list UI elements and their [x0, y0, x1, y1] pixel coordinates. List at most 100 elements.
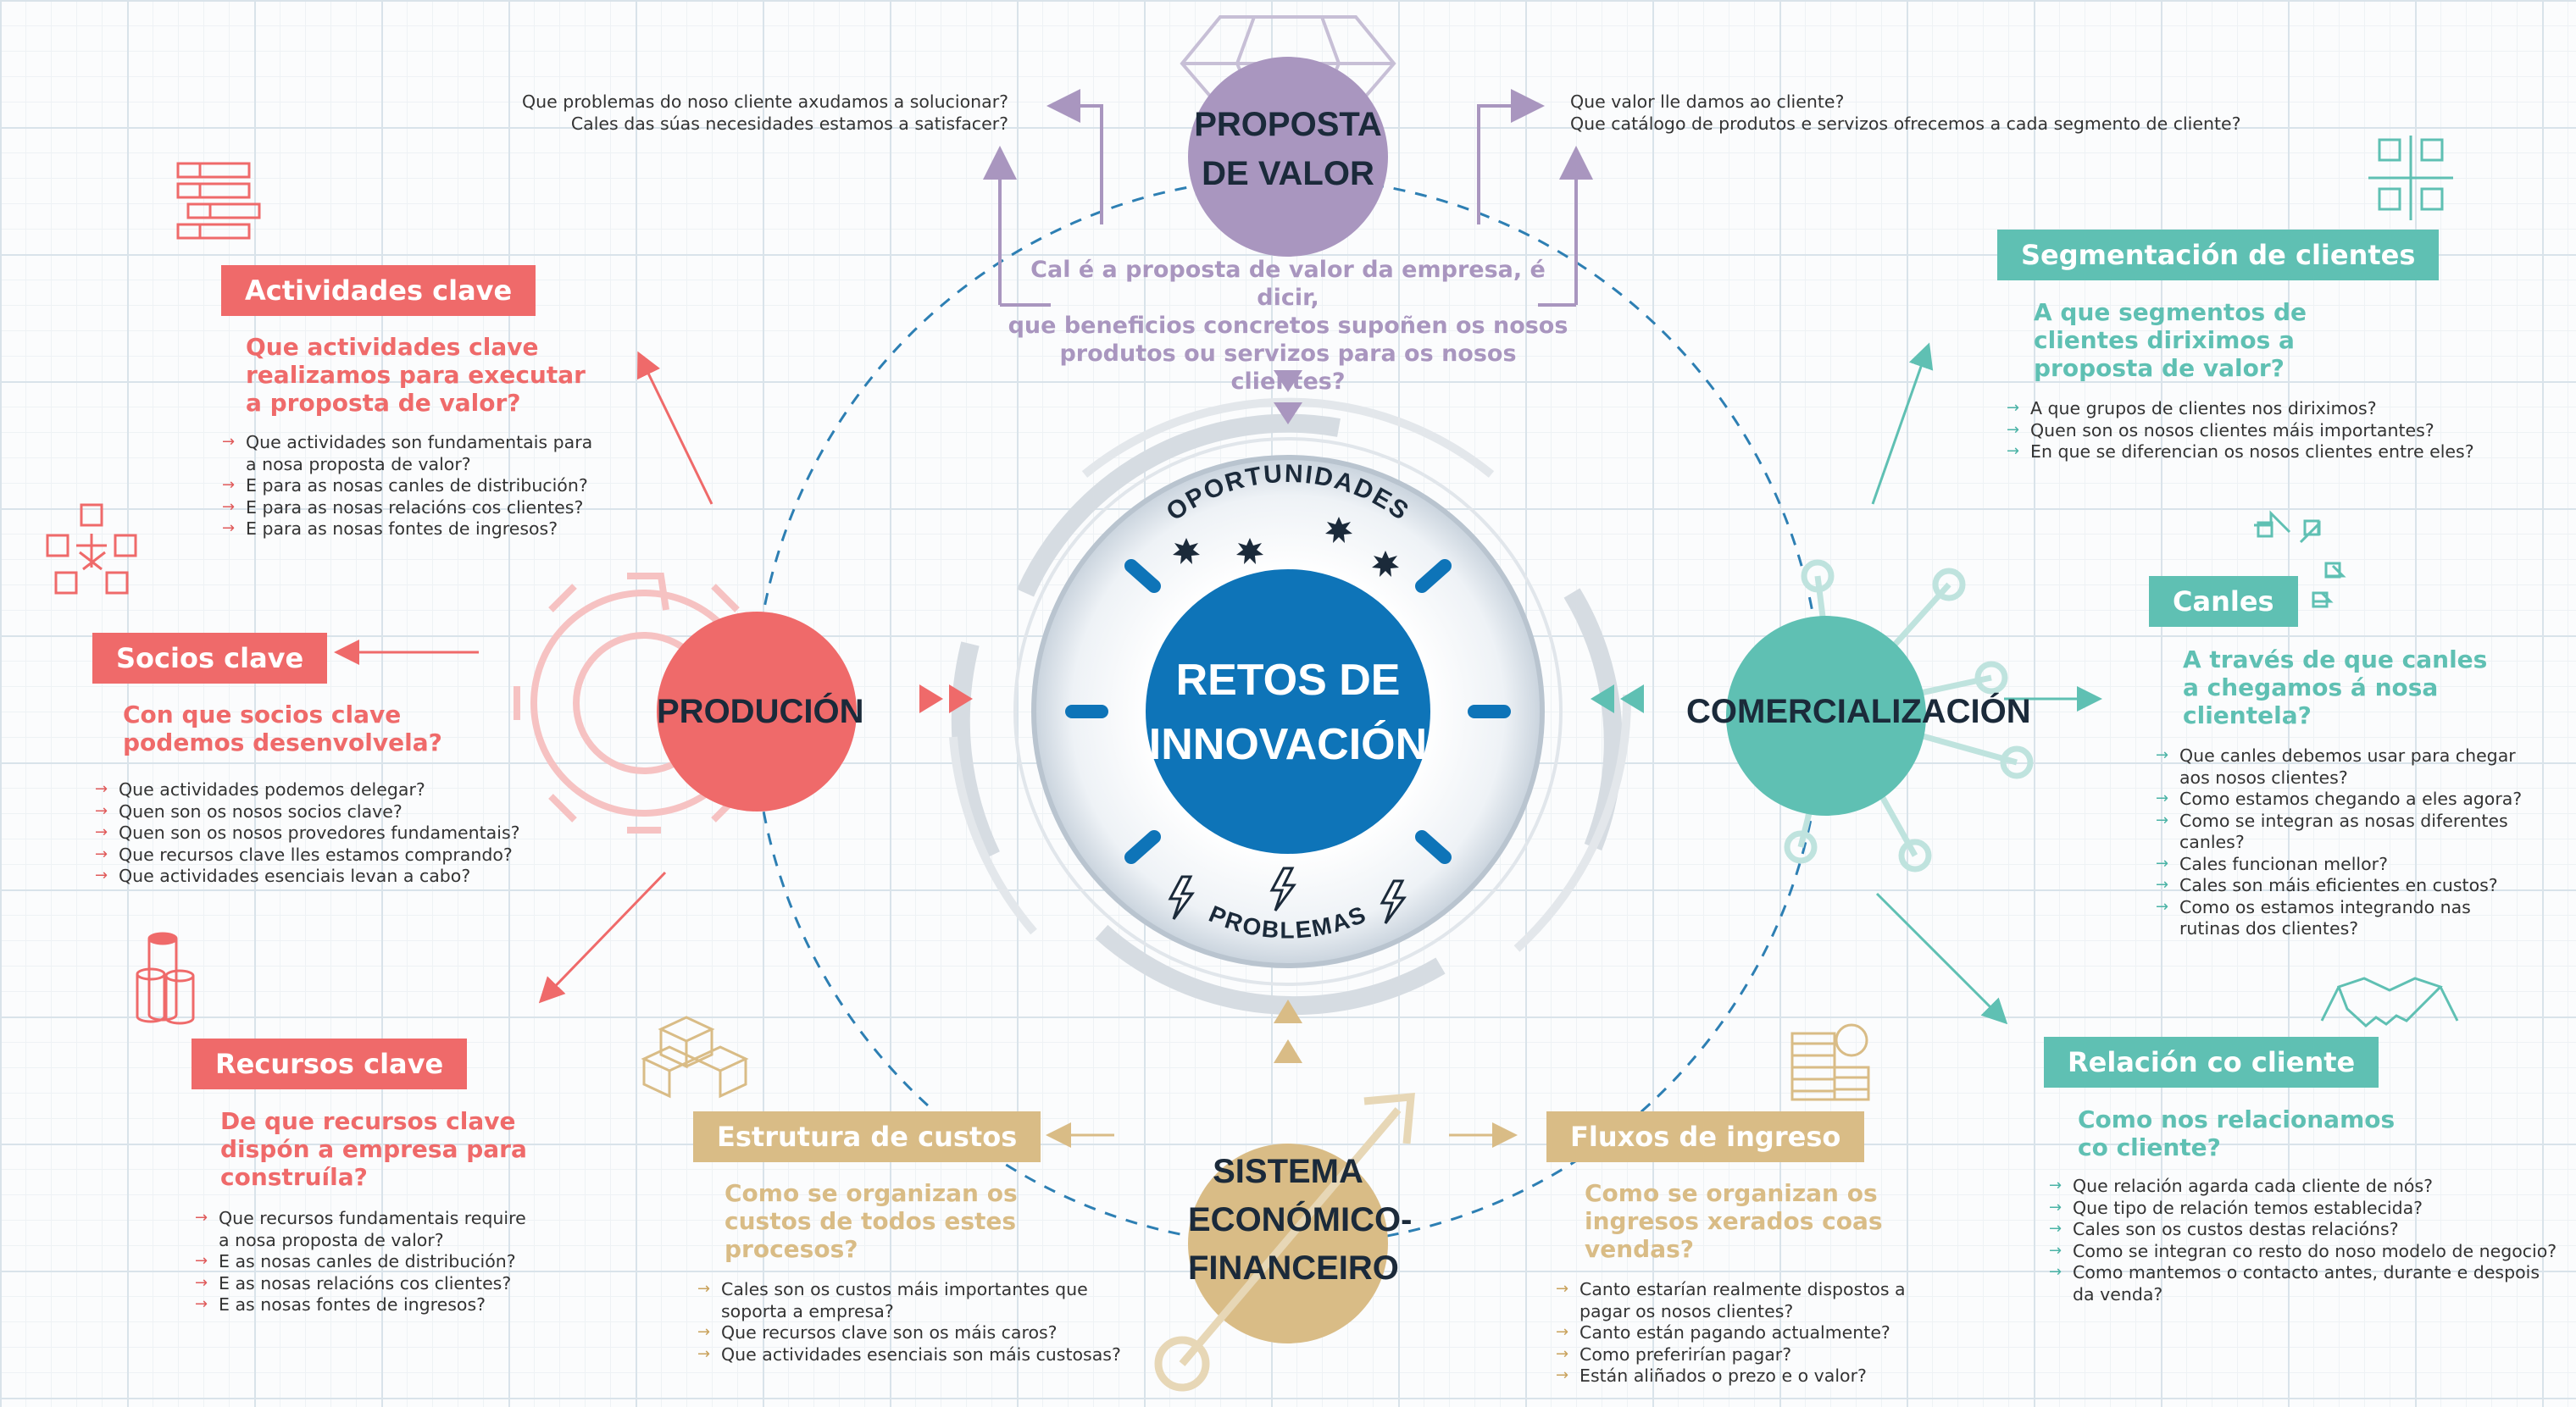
star-icons	[1173, 517, 1399, 577]
key-resources-q3: construíla?	[220, 1163, 368, 1191]
list-item: Que tipo de relación temos establecida?	[2049, 1197, 2557, 1220]
value-label-line2: DE VALOR	[1202, 155, 1374, 192]
list-item-cont: canles?	[2179, 832, 2245, 852]
list-item-cont: aos nosos clientes?	[2179, 767, 2348, 788]
key-resources-list: Que recursos fundamentais require a nosa…	[195, 1207, 526, 1316]
partners-network-icon	[46, 503, 137, 595]
list-item-cont: da venda?	[2073, 1283, 2163, 1305]
finance-label: SISTEMA ECONÓMICO- FINANCEIRO	[1188, 1148, 1413, 1293]
list-item: Quen son os nosos provedores fundamentai…	[95, 822, 520, 845]
list-item: Quen son os nosos clientes máis importan…	[2007, 419, 2474, 442]
customer-segments-q3: proposta de valor?	[2034, 354, 2285, 382]
list-item: Canto estarían realmente dispostos a	[1556, 1278, 1906, 1301]
customer-segments-q1: A que segmentos de	[2034, 298, 2307, 326]
handshake-icon	[2320, 977, 2459, 1028]
commercial-circle	[1726, 616, 1926, 816]
center-blue-circle	[1146, 569, 1430, 854]
coins-icon	[1790, 1023, 1870, 1101]
revenue-streams-q3: vendas?	[1585, 1235, 1695, 1263]
key-activities-q2: realizamos para executar	[246, 361, 586, 389]
list-item-cont: pagar os nosos clientes?	[1579, 1300, 1794, 1321]
list-item: Cales son os custos máis importantes que	[697, 1278, 1121, 1301]
value-left-q2: Cales das súas necesidades estamos a sat…	[570, 113, 1008, 134]
value-proposition-label: PROPOSTA DE VALOR	[1188, 100, 1388, 198]
lightning-icons	[1168, 867, 1407, 924]
list-item: Como se integran as nosas diferentes	[2156, 810, 2522, 833]
customer-segments-header: Segmentación de clientes	[1997, 230, 2440, 280]
value-main-q3: produtos ou servizos para os nosos clien…	[1059, 341, 1517, 395]
list-item: Están aliñados o prezo e o valor?	[1556, 1365, 1906, 1388]
list-item-cont: soporta a empresa?	[721, 1300, 894, 1321]
commercial-label: COMERCIALIZACIÓN	[1686, 693, 2031, 730]
cost-structure-header: Estrutura de custos	[693, 1111, 1041, 1162]
customer-segments-question: A que segmentos de clientes diriximos a …	[2034, 298, 2307, 382]
key-resources-header: Recursos clave	[192, 1039, 468, 1089]
customer-relationship-list: Que relación agarda cada cliente de nós?…	[2049, 1175, 2557, 1305]
list-item: E para as nosas relacións cos clientes?	[222, 496, 592, 519]
key-resources-q2: dispón a empresa para	[220, 1135, 527, 1163]
list-item: Canto están pagando actualmente?	[1556, 1321, 1906, 1344]
revenue-streams-q2: ingresos xerados coas	[1585, 1207, 1883, 1235]
value-label-line1: PROPOSTA	[1194, 106, 1382, 143]
key-partners-list: Que actividades podemos delegar? Quen so…	[95, 778, 520, 888]
revenue-streams-header: Fluxos de ingreso	[1546, 1111, 1865, 1162]
customer-relationship-q2: co cliente?	[2078, 1133, 2221, 1161]
list-item: Que canles debemos usar para chegar	[2156, 745, 2522, 767]
list-item-cont: a nosa proposta de valor?	[219, 1229, 444, 1250]
customer-relationship-question: Como nos relacionamos co cliente?	[2078, 1105, 2395, 1161]
customer-relationship-header: Relación co cliente	[2044, 1037, 2379, 1088]
list-item: Cales son máis eficientes en custos?	[2156, 874, 2522, 897]
cost-structure-q2: custos de todos estes	[724, 1207, 1017, 1235]
list-item: A que grupos de clientes nos diriximos?	[2007, 397, 2474, 420]
list-item: E para as nosas fontes de ingresos?	[222, 518, 592, 540]
segments-icon	[2368, 136, 2453, 220]
cost-structure-question: Como se organizan os custos de todos est…	[724, 1179, 1018, 1263]
growth-arrow-icon	[1154, 1093, 1415, 1392]
channels-header: Canles	[2149, 576, 2298, 627]
list-item: Como mantemos o contacto antes, durante …	[2049, 1261, 2557, 1284]
customer-relationship-q1: Como nos relacionamos	[2078, 1105, 2396, 1133]
cost-structure-q1: Como se organizan os	[724, 1179, 1018, 1207]
list-item: E as nosas relacións cos clientes?	[195, 1272, 526, 1295]
list-item: Como os estamos integrando nas	[2156, 896, 2522, 919]
list-item: Como preferirían pagar?	[1556, 1343, 1906, 1366]
production-label: PRODUCIÓN	[657, 693, 864, 730]
center-title-line2: INNOVACIÓN	[1148, 720, 1428, 769]
key-activities-list: Que actividades son fundamentais para a …	[222, 431, 592, 540]
cost-structure-list: Cales son os custos máis importantes que…	[697, 1278, 1121, 1366]
list-item-cont: a nosa proposta de valor?	[246, 453, 471, 474]
finance-label-line2: ECONÓMICO-	[1188, 1201, 1413, 1238]
value-main-q1: Cal é a proposta de valor da empresa, é …	[1030, 257, 1546, 311]
list-item: En que se diferencian os nosos clientes …	[2007, 440, 2474, 463]
list-item: Que actividades esenciais son máis custo…	[697, 1343, 1121, 1366]
list-item: Cales son os custos destas relacións?	[2049, 1218, 2557, 1241]
value-right-q1: Que valor lle damos ao cliente?	[1570, 91, 1845, 112]
key-partners-header: Socios clave	[92, 633, 328, 684]
cost-structure-q3: procesos?	[724, 1235, 858, 1263]
list-item: E as nosas canles de distribución?	[195, 1250, 526, 1273]
value-circle	[1188, 57, 1388, 257]
list-item: Como estamos chegando a eles agora?	[2156, 788, 2522, 811]
center-title: RETOS DE INNOVACIÓN	[1146, 648, 1430, 777]
key-partners-q2: podemos desenvolvela?	[123, 728, 442, 756]
key-activities-header: Actividades clave	[221, 265, 536, 316]
list-item: Que actividades son fundamentais para	[222, 431, 592, 454]
channels-q3: clientela?	[2183, 701, 2312, 729]
key-partners-question: Con que socios clave podemos desenvolvel…	[123, 701, 442, 756]
key-activities-q3: a proposta de valor?	[246, 389, 521, 417]
key-activities-question: Que actividades clave realizamos para ex…	[246, 333, 586, 417]
list-item: Que actividades esenciais levan a cabo?	[95, 865, 520, 888]
key-resources-question: De que recursos clave dispón a empresa p…	[220, 1107, 527, 1191]
finance-label-line3: FINANCEIRO	[1188, 1249, 1399, 1287]
center-rays	[1065, 559, 1511, 864]
channels-q1: A través de que canles	[2183, 645, 2488, 673]
revenue-streams-q1: Como se organizan os	[1585, 1179, 1878, 1207]
center-title-line1: RETOS DE	[1175, 656, 1401, 705]
list-item: Que actividades podemos delegar?	[95, 778, 520, 801]
value-main-question: Cal é a proposta de valor da empresa, é …	[1000, 256, 1576, 396]
key-activities-q1: Que actividades clave	[246, 333, 539, 361]
key-partners-q1: Con que socios clave	[123, 701, 402, 728]
value-left-q1: Que problemas do noso cliente axudamos a…	[522, 91, 1008, 112]
value-left-questions: Que problemas do noso cliente axudamos a…	[522, 91, 1008, 135]
